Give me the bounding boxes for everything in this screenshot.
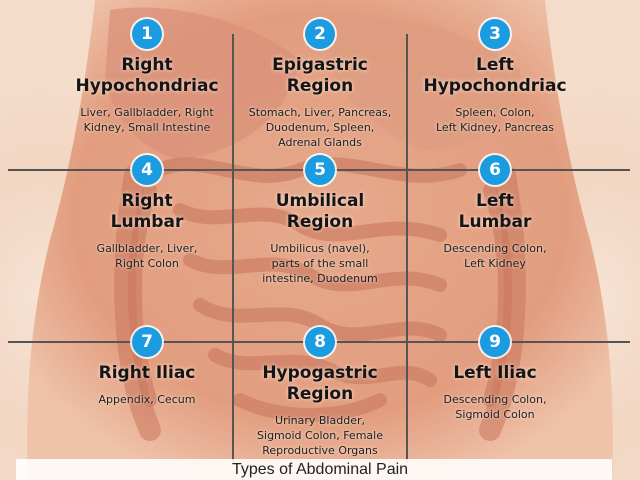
region-right-hypochondriac: 1 Right Hypochondriac Liver, Gallbladder… [57,19,237,135]
region-organs: Stomach, Liver, Pancreas, Duodenum, Sple… [248,106,392,149]
stomach-shape [330,17,520,150]
region-name: Left Hypochondriac [423,55,567,96]
region-name: Hypogastric Region [262,363,378,404]
region-name: Epigastric Region [272,55,368,96]
region-number-badge: 3 [480,19,510,49]
region-organs: Liver, Gallbladder, Right Kidney, Small … [80,106,214,134]
region-number-badge: 9 [480,327,510,357]
region-right-lumbar: 4 Right Lumbar Gallbladder, Liver, Right… [57,155,237,271]
region-name: Right Iliac [98,363,196,383]
region-number-badge: 1 [132,19,162,49]
region-organs: Descending Colon, Sigmoid Colon [443,393,547,421]
region-epigastric: 2 Epigastric Region Stomach, Liver, Panc… [230,19,410,150]
region-number-badge: 8 [305,327,335,357]
region-right-iliac: 7 Right Iliac Appendix, Cecum [57,327,237,407]
region-name: Umbilical Region [275,191,365,232]
region-left-hypochondriac: 3 Left Hypochondriac Spleen, Colon, Left… [405,19,585,135]
region-number-badge: 7 [132,327,162,357]
region-name: Right Lumbar [110,191,184,232]
region-umbilical: 5 Umbilical Region Umbilicus (navel), pa… [230,155,410,286]
caption-bar [16,459,612,480]
region-organs: Urinary Bladder, Sigmoid Colon, Female R… [257,414,383,457]
region-name: Right Hypochondriac [75,55,219,96]
region-organs: Appendix, Cecum [98,393,196,406]
region-hypogastric: 8 Hypogastric Region Urinary Bladder, Si… [230,327,410,458]
region-organs: Spleen, Colon, Left Kidney, Pancreas [435,106,555,134]
region-number-badge: 6 [480,155,510,185]
region-left-iliac: 9 Left Iliac Descending Colon, Sigmoid C… [405,327,585,422]
region-name: Left Lumbar [458,191,532,232]
region-number-badge: 4 [132,155,162,185]
region-number-badge: 2 [305,19,335,49]
diagram-caption: Types of Abdominal Pain [231,461,409,478]
colon-shape [114,164,526,441]
region-organs: Gallbladder, Liver, Right Colon [96,242,198,270]
region-number-badge: 5 [305,155,335,185]
region-left-lumbar: 6 Left Lumbar Descending Colon, Left Kid… [405,155,585,271]
region-name: Left Iliac [453,363,537,383]
region-organs: Descending Colon, Left Kidney [443,242,547,270]
region-organs: Umbilicus (navel), parts of the small in… [262,242,378,285]
